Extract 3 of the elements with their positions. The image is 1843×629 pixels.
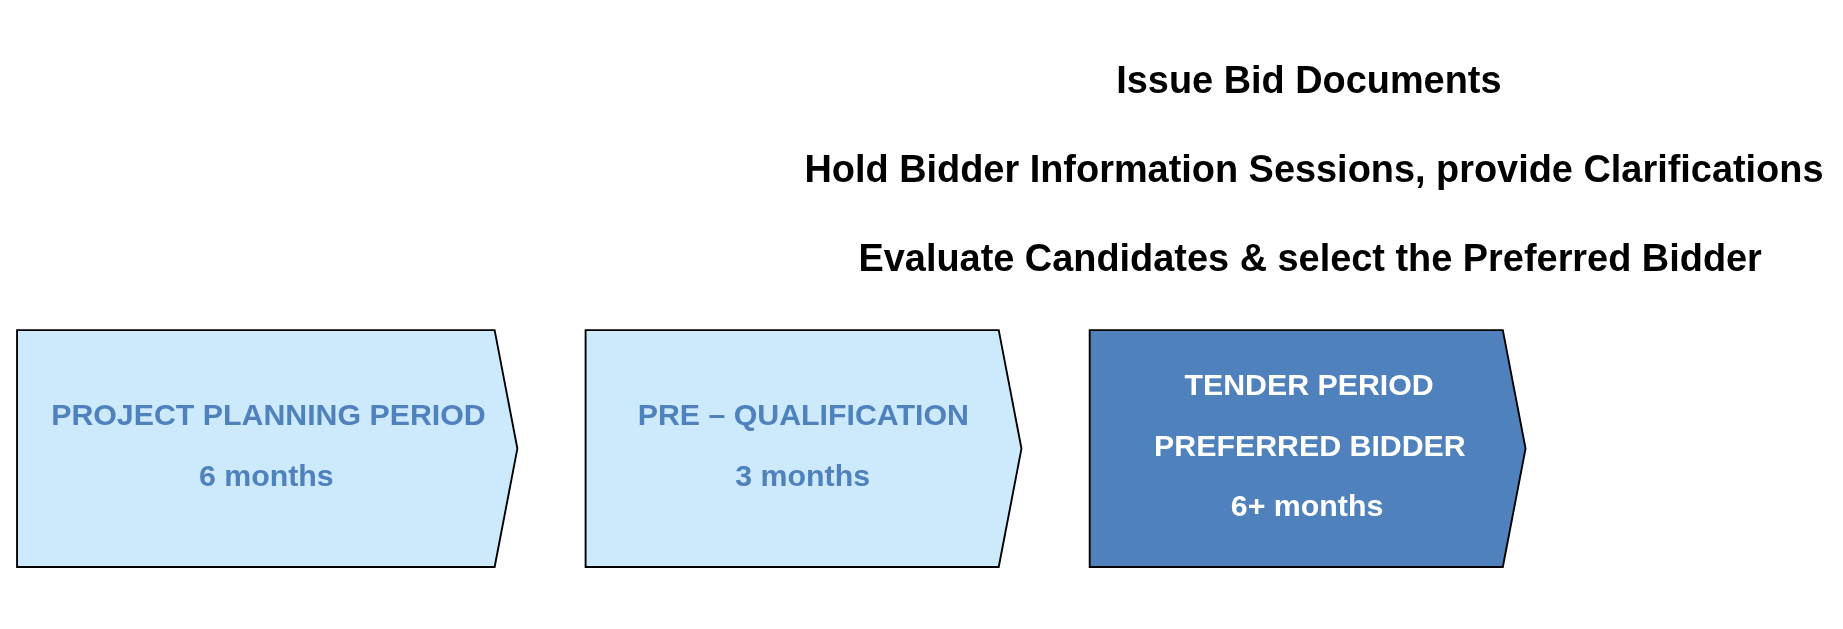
- label: Evaluate Candidates & select the Preferred Bidder: [858, 236, 1762, 279]
- label: Issue Bid Documents: [1116, 58, 1502, 101]
- label: Hold Bidder Information Sessions, provide Clarifications: [804, 147, 1824, 190]
